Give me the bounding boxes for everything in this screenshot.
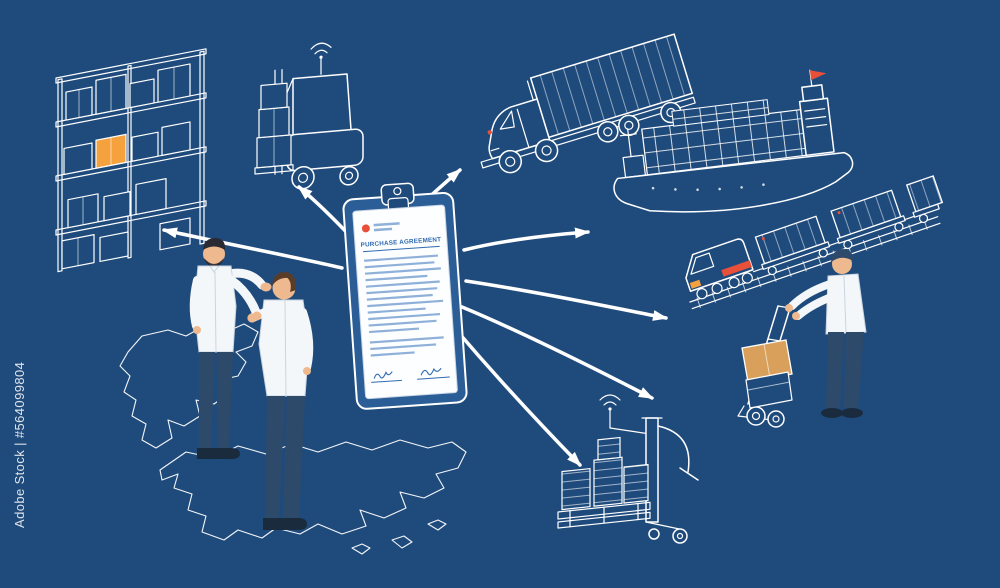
document-logo-dot — [361, 224, 370, 233]
container-ship-icon — [613, 69, 854, 213]
cab-marker-light — [487, 130, 492, 135]
businessman-left — [189, 238, 272, 459]
freight-train-icon — [685, 175, 944, 310]
worker-hand-truck-icon — [737, 249, 867, 428]
businessman-right — [247, 272, 314, 530]
red-flag-icon — [809, 70, 827, 81]
signature-scribble — [371, 367, 450, 383]
handshake-hands — [247, 311, 262, 323]
warehouse-rack-icon — [55, 48, 207, 273]
handshake-businessmen-icon — [189, 238, 314, 530]
clip-icon — [380, 182, 415, 212]
watermark-text: Adobe Stock | #564099804 — [12, 362, 27, 528]
document-paper — [352, 204, 458, 400]
wifi-signal-icon — [599, 394, 651, 435]
worker-figure — [785, 249, 867, 418]
pallet-stacker-icon — [557, 394, 699, 544]
document-text-lines — [364, 254, 444, 357]
forklift-icon — [254, 42, 364, 190]
wifi-signal-icon — [310, 42, 332, 75]
purchase-agreement-clipboard: PURCHASE AGREEMENT — [342, 182, 468, 410]
locomotive-stripe — [721, 260, 752, 277]
